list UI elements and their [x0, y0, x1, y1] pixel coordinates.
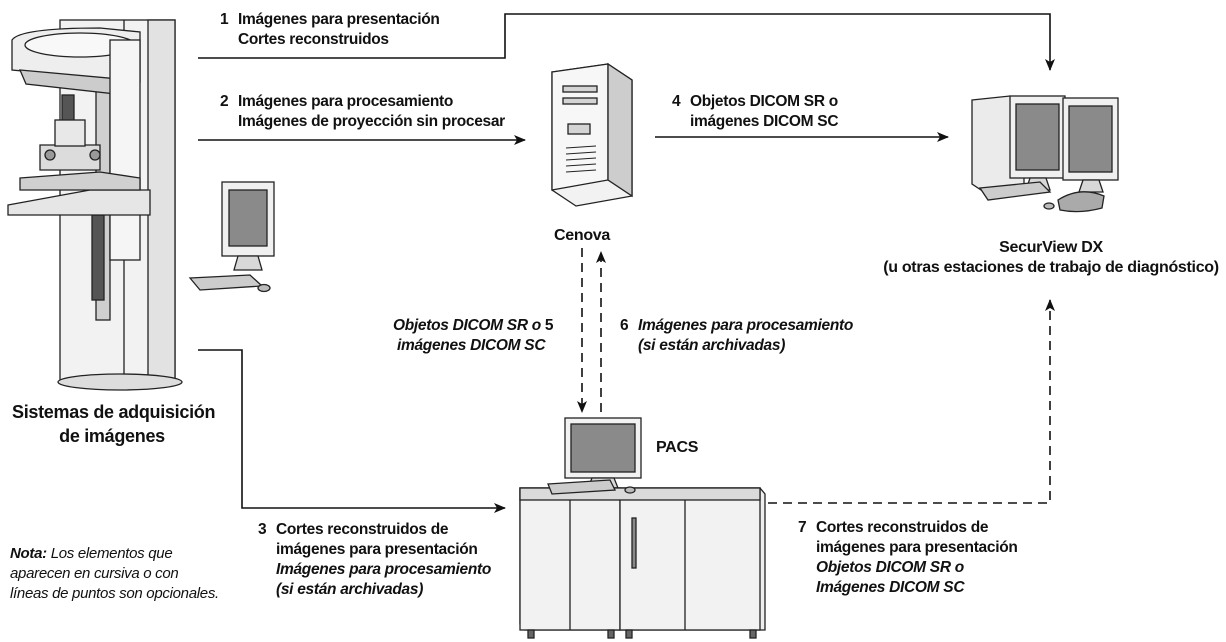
flow-6-line-2: (si están archivadas) — [638, 337, 786, 354]
note-line-1: Los elementos que — [50, 545, 173, 562]
flow-2-label: 2 Imágenes para procesamiento Imágenes de… — [220, 92, 505, 132]
flow-1-line — [198, 13, 1055, 71]
securview-label-line-1: SecurView DX — [999, 239, 1103, 256]
securview-label: SecurView DX (u otras estaciones de trab… — [876, 238, 1226, 278]
flow-7-number: 7 — [798, 519, 807, 536]
flow-3-label: 3 Cortes reconstruidos de imágenes para p… — [258, 520, 491, 600]
flow-4-line-1: Objetos DICOM SR o — [690, 93, 838, 110]
flow-7-label: 7 Cortes reconstruidos de imágenes para p… — [798, 518, 1018, 598]
flow-3-line-2: imágenes para presentación — [276, 541, 478, 558]
flow-3-line-4: (si están archivadas) — [276, 581, 424, 598]
flow-7-line-2: imágenes para presentación — [816, 539, 1018, 556]
flow-4-line-2: imágenes DICOM SC — [690, 113, 839, 130]
acquisition-label-line-2: de imágenes — [59, 426, 165, 446]
flow-6-number: 6 — [620, 317, 629, 334]
flow-3-line — [198, 349, 506, 513]
acquisition-label-line-1: Sistemas de adquisición — [12, 402, 216, 422]
flow-2-number: 2 — [220, 93, 229, 110]
flow-2-line-1: Imágenes para procesamiento — [238, 93, 454, 110]
note-line-3: líneas de puntos son opcionales. — [10, 585, 219, 602]
pacs-label: PACS — [656, 439, 699, 456]
flow-1-line-1: Imágenes para presentación — [238, 11, 440, 28]
flow-7-line-1: Cortes reconstruidos de — [816, 519, 989, 536]
flow-5-label: Objetos DICOM SR o 5 imágenes DICOM SC — [393, 316, 554, 356]
flow-4-label: 4 Objetos DICOM SR o imágenes DICOM SC — [672, 92, 839, 132]
flow-6-label: 6 Imágenes para procesamiento (si están a… — [620, 316, 853, 356]
flow-6-line-1: Imágenes para procesamiento — [638, 317, 854, 334]
flow-7-line — [768, 299, 1055, 504]
flow-7-line-3: Objetos DICOM SR o — [816, 559, 964, 576]
flow-1-label: 1 Imágenes para presentación Cortes recon… — [220, 10, 440, 50]
flow-3-number: 3 — [258, 521, 267, 538]
flow-3-line-3: Imágenes para procesamiento — [276, 561, 492, 578]
flow-1-number: 1 — [220, 11, 229, 28]
flow-5-number: 5 — [544, 317, 554, 334]
securview-label-line-2: (u otras estaciones de trabajo de diagnó… — [883, 259, 1219, 276]
note-line-2: aparecen en cursiva o con — [10, 565, 179, 582]
note-prefix: Nota: — [10, 545, 47, 562]
flow-7-line-4: Imágenes DICOM SC — [816, 579, 965, 596]
flow-3-line-1: Cortes reconstruidos de — [276, 521, 449, 538]
flow-5-line-2: imágenes DICOM SC — [397, 337, 546, 354]
flow-2-line-2: Imágenes de proyección sin procesar — [238, 113, 505, 130]
flow-4-number: 4 — [672, 93, 681, 110]
acquisition-label: Sistemas de adquisición de imágenes — [12, 400, 216, 448]
flow-5-line-1: Objetos DICOM SR o — [393, 317, 541, 334]
cenova-label: Cenova — [554, 227, 610, 244]
flow-1-line-2: Cortes reconstruidos — [238, 31, 389, 48]
note: Nota: Los elementos que aparecen en curs… — [10, 544, 219, 604]
